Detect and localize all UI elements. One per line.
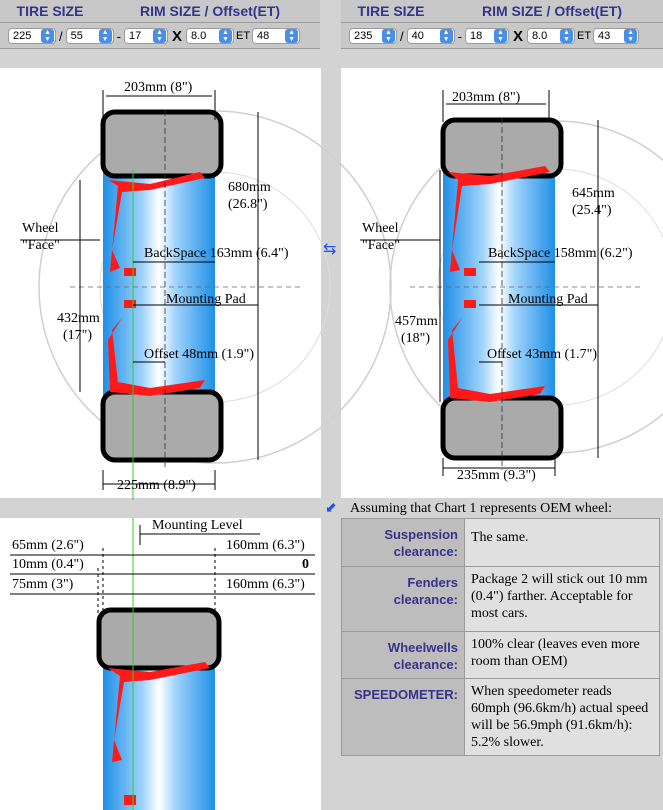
chart3-left-1: 65mm (2.6") xyxy=(12,538,84,553)
tire-width-value: 225 xyxy=(13,30,32,42)
offset-et-select[interactable]: 48 ▲▼ xyxy=(252,28,301,44)
x-separator: X xyxy=(512,27,523,45)
chart1-diameter-mm: 680mm xyxy=(228,180,271,195)
chart3-mounting-level: Mounting Level xyxy=(152,518,243,533)
chevron-updown-icon: ▲▼ xyxy=(152,29,166,43)
swap-arrows-icon[interactable]: ⇆ xyxy=(323,239,337,258)
chart1-rim-width-label: 203mm (8") xyxy=(124,80,193,95)
rim-diameter-select[interactable]: 17 ▲▼ xyxy=(123,28,168,44)
fenders-label: Fenders clearance: xyxy=(341,566,465,632)
chevron-updown-icon: ▲▼ xyxy=(624,29,638,43)
tire-width-select[interactable]: 235 ▲▼ xyxy=(349,28,397,44)
left-size-header: TIRE SIZE RIM SIZE / Offset(ET) 225▲▼ / … xyxy=(0,0,320,49)
arrow-down-left-icon: ⬋ xyxy=(325,500,337,516)
right-size-header: TIRE SIZE RIM SIZE / Offset(ET) 235▲▼ / … xyxy=(341,0,663,49)
chart1-diameter-in: (26.8") xyxy=(228,197,268,212)
suspension-label: Suspension clearance: xyxy=(341,518,465,567)
chart3-left-2: 10mm (0.4") xyxy=(12,557,84,572)
speedometer-value: When speedometer reads 60mph (96.6km/h) … xyxy=(464,678,660,756)
chart1-tire-width: 225mm (8.9") xyxy=(117,478,196,493)
rim-width-value: 8.0 xyxy=(531,30,548,42)
chart2-rim-diam-in: (18") xyxy=(401,331,431,346)
wheelwells-label: Wheelwells clearance: xyxy=(341,631,465,679)
rim-value: 18 xyxy=(469,30,483,42)
chart2-offset: Offset 43mm (1.7") xyxy=(487,347,598,362)
chart1-wheel-face-2: "Face" xyxy=(22,238,60,253)
rim-width-value: 8.0 xyxy=(190,30,207,42)
chart2-tire-width: 235mm (9.3") xyxy=(457,468,536,483)
tire-size-heading: TIRE SIZE xyxy=(357,3,425,19)
table-row: Suspension clearance: The same. xyxy=(341,518,660,567)
assumption-text: Assuming that Chart 1 represents OEM whe… xyxy=(350,501,613,516)
chevron-updown-icon: ▲▼ xyxy=(41,29,54,43)
rim-size-heading: RIM SIZE / Offset(ET) xyxy=(140,3,280,19)
chart2-diameter-in: (25.4") xyxy=(572,203,612,218)
slash-separator: / xyxy=(59,28,63,44)
chart3-right-2: 0 xyxy=(302,557,309,572)
chart1-mounting-pad: Mounting Pad xyxy=(166,292,246,307)
chevron-updown-icon: ▲▼ xyxy=(98,29,112,43)
rim-diameter-select[interactable]: 18 ▲▼ xyxy=(464,28,509,44)
chart1-offset: Offset 48mm (1.9") xyxy=(144,347,255,362)
table-row: SPEEDOMETER: When speedometer reads 60mp… xyxy=(341,678,660,756)
chart1-rim-diam-mm: 432mm xyxy=(57,311,100,326)
chart2-diameter-mm: 645mm xyxy=(572,186,615,201)
chart1-rim-diam-in: (17") xyxy=(63,328,93,343)
wheel-diagram-3 xyxy=(10,518,315,810)
fenders-value: Package 2 will stick out 10 mm (0.4") fa… xyxy=(464,566,660,632)
x-separator: X xyxy=(171,27,182,45)
chevron-updown-icon: ▲▼ xyxy=(559,29,573,43)
suspension-value: The same. xyxy=(464,518,660,567)
chart3-right-1: 160mm (6.3") xyxy=(226,538,305,553)
chart2-wheel-face-2: "Face" xyxy=(362,238,400,253)
tire-width-select[interactable]: 225 ▲▼ xyxy=(8,28,56,44)
rim-width-select[interactable]: 8.0 ▲▼ xyxy=(185,28,234,44)
et-value: 48 xyxy=(257,30,270,42)
aspect-ratio-select[interactable]: 55 ▲▼ xyxy=(65,28,114,44)
wheel-diagram-1 xyxy=(20,90,392,500)
dash-separator: - xyxy=(457,28,462,44)
speedometer-label: SPEEDOMETER: xyxy=(341,678,465,756)
et-value: 43 xyxy=(598,30,611,42)
chevron-updown-icon: ▲▼ xyxy=(285,29,299,43)
chart3-left-3: 75mm (3") xyxy=(12,577,74,592)
rim-width-select[interactable]: 8.0 ▲▼ xyxy=(526,28,575,44)
dash-separator: - xyxy=(116,28,121,44)
chart2-backspace: BackSpace 158mm (6.2") xyxy=(488,246,633,261)
chart1-wheel-face-1: Wheel xyxy=(22,221,59,236)
chevron-updown-icon: ▲▼ xyxy=(439,29,453,43)
aspect-value: 55 xyxy=(70,30,83,42)
rim-size-heading: RIM SIZE / Offset(ET) xyxy=(482,3,622,19)
chart2-rim-width-label: 203mm (8") xyxy=(452,90,521,105)
comparison-table: Suspension clearance: The same. Fenders … xyxy=(341,518,660,756)
chevron-updown-icon: ▲▼ xyxy=(493,29,507,43)
tire-size-heading: TIRE SIZE xyxy=(16,3,84,19)
et-label: ET xyxy=(576,30,592,42)
et-label: ET xyxy=(235,30,251,42)
rim-value: 17 xyxy=(128,30,142,42)
chart2-rim-diam-mm: 457mm xyxy=(395,314,438,329)
chart3-right-3: 160mm (6.3") xyxy=(226,577,305,592)
chevron-updown-icon: ▲▼ xyxy=(218,29,232,43)
slash-separator: / xyxy=(400,28,404,44)
chevron-updown-icon: ▲▼ xyxy=(382,29,395,43)
wheel-diagram-2 xyxy=(360,90,663,476)
wheelwells-value: 100% clear (leaves even more room than O… xyxy=(464,631,660,679)
chart2-mounting-pad: Mounting Pad xyxy=(508,292,588,307)
aspect-ratio-select[interactable]: 40 ▲▼ xyxy=(406,28,455,44)
chart2-wheel-face-1: Wheel xyxy=(362,221,399,236)
table-row: Fenders clearance: Package 2 will stick … xyxy=(341,566,660,632)
table-row: Wheelwells clearance: 100% clear (leaves… xyxy=(341,631,660,679)
offset-et-select[interactable]: 43 ▲▼ xyxy=(593,28,640,44)
tire-width-value: 235 xyxy=(354,30,373,42)
chart1-backspace: BackSpace 163mm (6.4") xyxy=(144,246,289,261)
aspect-value: 40 xyxy=(411,30,424,42)
